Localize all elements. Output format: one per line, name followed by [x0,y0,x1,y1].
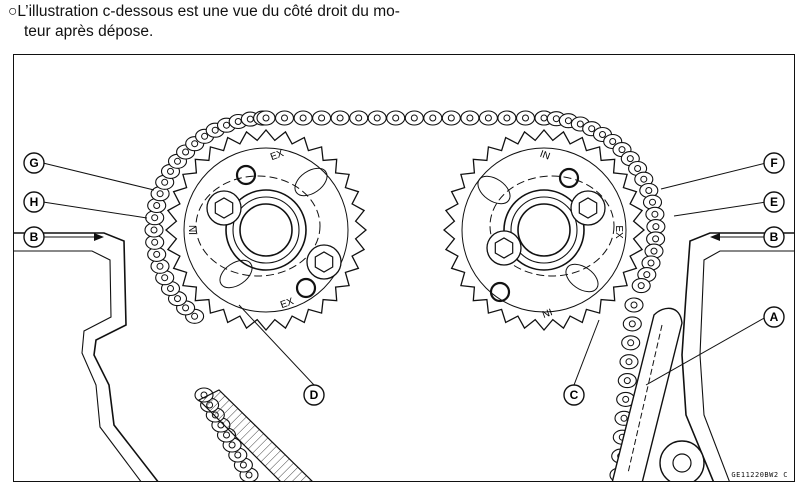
cylinder-head-left-outline [14,232,159,481]
caption: ○L’illustration c-dessous est une vue du… [8,2,528,42]
svg-text:H: H [30,195,39,209]
timing-label: EX [279,296,296,311]
arrow-b-right [710,233,720,241]
svg-text:A: A [770,310,779,324]
timing-chain [144,110,666,481]
callout-G: G [23,152,45,174]
cylinder-head-right-outline [681,232,794,481]
svg-text:B: B [30,230,39,244]
intake-camshaft-sprocket: IN EX IN [442,128,646,332]
caption-line-2: teur après dépose. [24,23,154,40]
arrow-b-left [94,233,104,241]
figure-code: GE11220BW2 C [731,471,788,479]
timing-label: IN [538,149,551,163]
timing-label: IN [540,305,553,319]
svg-text:F: F [770,156,777,170]
chain-guide-left [197,389,313,481]
callout-H: H [23,191,45,213]
timing-label: EX [269,148,286,163]
svg-text:E: E [770,195,778,209]
callout-A: A [763,306,785,328]
svg-text:C: C [570,388,579,402]
callout-C: C [563,384,585,406]
svg-text:G: G [29,156,38,170]
cylinder-head-right-inner [699,250,794,481]
leader-lines [42,162,767,386]
chain-tensioner-guide [611,307,705,481]
svg-text:B: B [770,230,779,244]
cylinder-head-left-inner [14,250,142,481]
caption-line-1: ○L’illustration c-dessous est une vue du… [8,3,400,20]
exhaust-camshaft-sprocket: EX IN EX [164,128,368,332]
callout-D: D [303,384,325,406]
timing-label: EX [613,225,624,239]
callout-B-left: B [23,226,45,248]
callout-F: F [763,152,785,174]
engine-diagram-frame: EX IN EX IN EX IN [13,54,795,482]
callout-B-right: B [763,226,785,248]
timing-label: IN [188,225,199,235]
camshaft-sprocket-diagram: EX IN EX IN EX IN [14,110,794,481]
callout-E: E [763,191,785,213]
svg-text:D: D [310,388,319,402]
